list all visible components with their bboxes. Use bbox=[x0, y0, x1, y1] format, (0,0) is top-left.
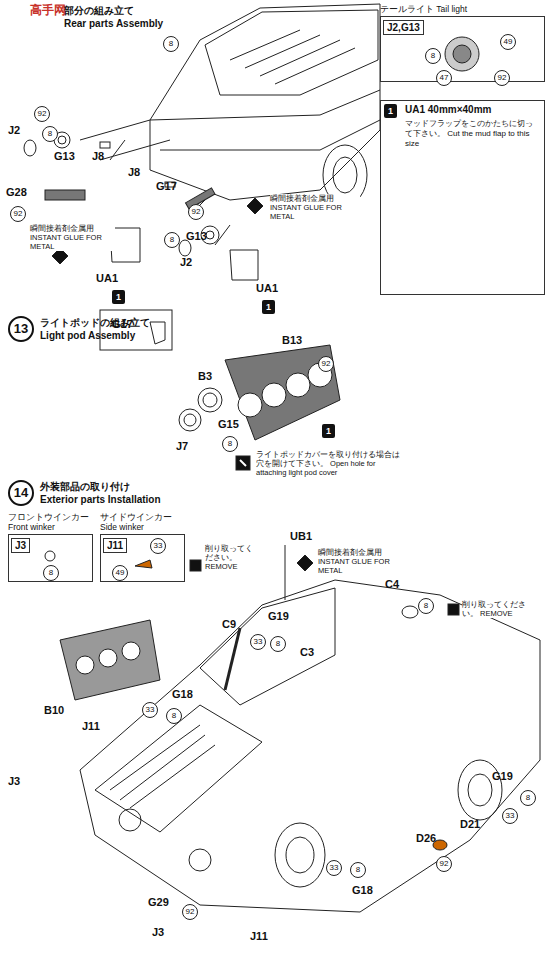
note: 瞬間接着剤金属用 INSTANT GLUE FOR METAL bbox=[270, 194, 360, 221]
step-text: 14 bbox=[14, 485, 28, 500]
part-number: G19 bbox=[268, 610, 289, 622]
part-number: G15 bbox=[218, 418, 239, 430]
part-number: J11 bbox=[250, 930, 268, 942]
callout-number: 33 bbox=[142, 702, 158, 718]
note: 瞬間接着剤金属用 INSTANT GLUE FOR METAL bbox=[30, 224, 115, 251]
callout-number: 33 bbox=[150, 538, 166, 554]
part-box: テールライト Tail lightJ2,G13 bbox=[380, 4, 545, 82]
sheet-icon: 1 bbox=[384, 104, 397, 118]
part-number: J8 bbox=[128, 166, 140, 178]
part-number: J3 bbox=[8, 775, 20, 787]
callout-number: 92 bbox=[188, 204, 204, 220]
part-number: J11 bbox=[82, 720, 100, 732]
callout-number: 8 bbox=[270, 636, 286, 652]
part-number: J3 bbox=[152, 926, 164, 938]
part-number: D21 bbox=[460, 818, 480, 830]
step-heading: ライトポッドの組み立て bbox=[40, 316, 150, 330]
note: 削り取ってください。 REMOVE bbox=[462, 600, 532, 618]
part-number: B13 bbox=[282, 334, 302, 346]
note: 瞬間接着剤金属用 INSTANT GLUE FOR METAL bbox=[318, 548, 408, 575]
part-number: B3 bbox=[198, 370, 212, 382]
step-heading: Exterior parts Installation bbox=[40, 494, 161, 505]
callout-number: 8 bbox=[163, 36, 179, 52]
step-text: 13 bbox=[14, 321, 28, 336]
part-number: G18 bbox=[172, 688, 193, 700]
sheet-icon: 1 bbox=[262, 300, 275, 314]
part-number: G29 bbox=[148, 896, 169, 908]
watermark: 高手网 bbox=[30, 2, 66, 19]
callout-number: 47 bbox=[436, 70, 452, 86]
part-number: G28 bbox=[6, 186, 27, 198]
part-number: G19 bbox=[492, 770, 513, 782]
sheet-icon: 1 bbox=[322, 424, 335, 438]
part-number: UB1 bbox=[290, 530, 312, 542]
callout-number: 8 bbox=[520, 790, 536, 806]
callout-number: 8 bbox=[164, 232, 180, 248]
part-number: G13 bbox=[54, 150, 75, 162]
part-name: J11 bbox=[103, 538, 127, 553]
part-number: G18 bbox=[352, 884, 373, 896]
callout-number: 92 bbox=[10, 206, 26, 222]
part-box: UA1 40mm×40mm マッドフラップをこのかたちに切って下さい。 Cut t… bbox=[380, 100, 545, 295]
step-heading: 部分の組み立て bbox=[64, 4, 134, 18]
part-name: J2,G13 bbox=[383, 20, 424, 35]
box-heading: フロントウインカー Front winker bbox=[8, 512, 93, 532]
part-number: J8 bbox=[92, 150, 104, 162]
step-heading: Light pod Assembly bbox=[40, 330, 135, 341]
callout-number: 92 bbox=[182, 904, 198, 920]
part-number: C4 bbox=[385, 578, 399, 590]
note: 削り取ってください。 REMOVE bbox=[205, 544, 257, 571]
callout-number: 8 bbox=[166, 708, 182, 724]
callout-number: 33 bbox=[326, 860, 342, 876]
callout-number: 49 bbox=[112, 565, 128, 581]
callout-number: 92 bbox=[34, 106, 50, 122]
note: ライトポッドカバーを取り付ける場合は穴を開けて下さい。 Open hole fo… bbox=[256, 450, 406, 477]
box-title: UA1 40mm×40mm bbox=[405, 104, 540, 115]
part-number: J2 bbox=[8, 124, 20, 136]
part-number: J7 bbox=[176, 440, 188, 452]
step-heading: Rear parts Assembly bbox=[64, 18, 163, 29]
part-number: G17 bbox=[156, 180, 177, 192]
part-number: B10 bbox=[44, 704, 64, 716]
callout-number: 92 bbox=[494, 70, 510, 86]
box-heading: テールライト Tail light bbox=[380, 4, 545, 14]
part-number: G13 bbox=[186, 230, 207, 242]
box-note: マッドフラップをこのかたちに切って下さい。 Cut the mud flap t… bbox=[405, 119, 540, 149]
part-number: C3 bbox=[300, 646, 314, 658]
part-frame: J2,G13 bbox=[380, 16, 545, 82]
callout-number: 33 bbox=[502, 808, 518, 824]
rear-car bbox=[24, 4, 380, 350]
callout-number: 92 bbox=[318, 356, 334, 372]
callout-number: 8 bbox=[43, 565, 59, 581]
sheet-icon: 1 bbox=[112, 290, 125, 304]
part-number: UA1 bbox=[96, 272, 118, 284]
callout-number: 8 bbox=[425, 48, 441, 64]
callout-number: 92 bbox=[436, 856, 452, 872]
step-number: 14 bbox=[8, 480, 34, 506]
callout-number: 49 bbox=[500, 34, 516, 50]
callout-number: 8 bbox=[222, 436, 238, 452]
callout-number: 8 bbox=[42, 126, 58, 142]
callout-number: 33 bbox=[250, 634, 266, 650]
step-heading: 外装部品の取り付け bbox=[40, 480, 130, 494]
box-heading: サイドウインカー Side winker bbox=[100, 512, 185, 532]
part-name: J3 bbox=[11, 538, 30, 553]
callout-number: 8 bbox=[418, 598, 434, 614]
callout-number: 8 bbox=[350, 862, 366, 878]
part-number: C9 bbox=[222, 618, 236, 630]
part-number: UA1 bbox=[256, 282, 278, 294]
step-number: 13 bbox=[8, 316, 34, 342]
part-number: J2 bbox=[180, 256, 192, 268]
stratos-body bbox=[45, 545, 540, 912]
part-number: D26 bbox=[416, 832, 436, 844]
